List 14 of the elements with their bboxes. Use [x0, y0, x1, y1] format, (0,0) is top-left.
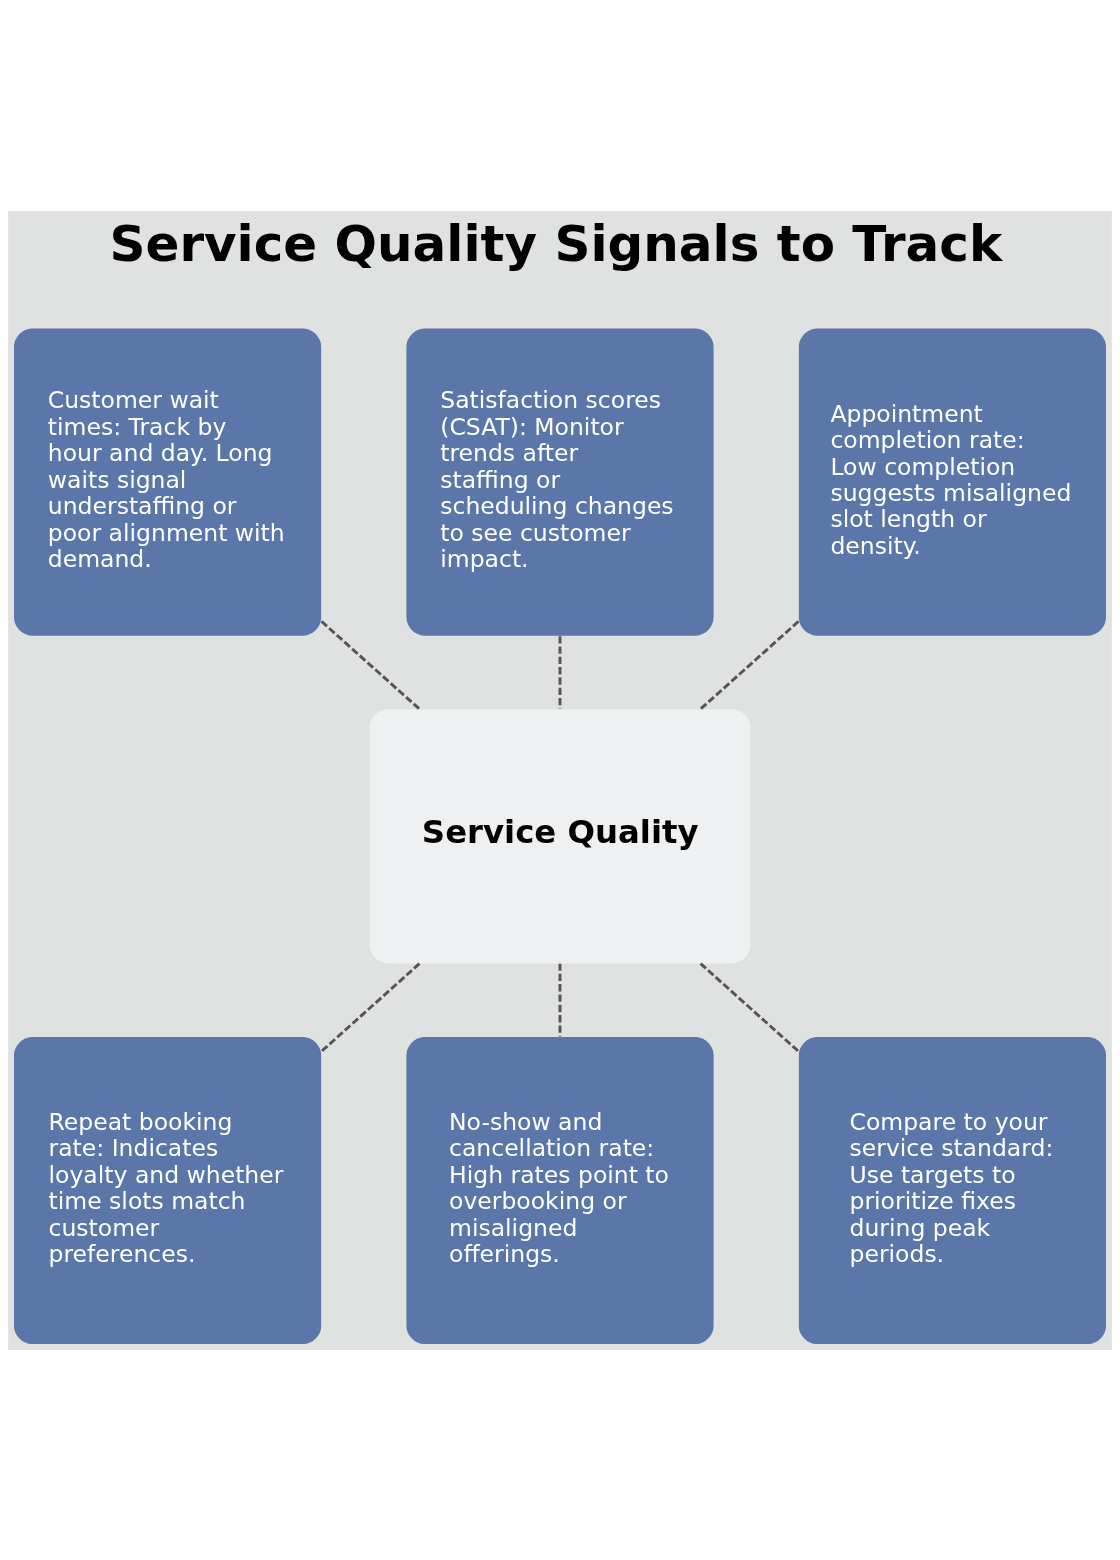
- diagram-title: Service Quality Signals to Track: [109, 214, 1003, 273]
- node-box: Compare to your service standard: Use targets to prioritize fixes during peak periods.: [798, 1036, 1106, 1344]
- node-box: No-show and cancellation rate: High rates point to overbooking or misaligned offerings.: [406, 1036, 714, 1344]
- connector: [699, 619, 800, 710]
- node-box: Customer wait times: Track by hour and day. Long waits signal understaffing or poor alignment with demand.: [14, 328, 322, 636]
- node-box: Appointment completion rate: Low completion suggests misaligned slot length or density.: [798, 328, 1106, 636]
- node-box: Satisfaction scores (CSAT): Monitor trends after staffing or scheduling changes to see customer impact.: [406, 328, 714, 636]
- connector: [558, 963, 562, 1036]
- connector: [699, 962, 800, 1052]
- connector: [558, 635, 562, 709]
- connector: [320, 619, 421, 710]
- node-box: Service Quality: [369, 708, 751, 963]
- node-box: Repeat booking rate: Indicates loyalty and whether time slots match customer preferences.: [14, 1036, 322, 1344]
- connector: [320, 962, 421, 1052]
